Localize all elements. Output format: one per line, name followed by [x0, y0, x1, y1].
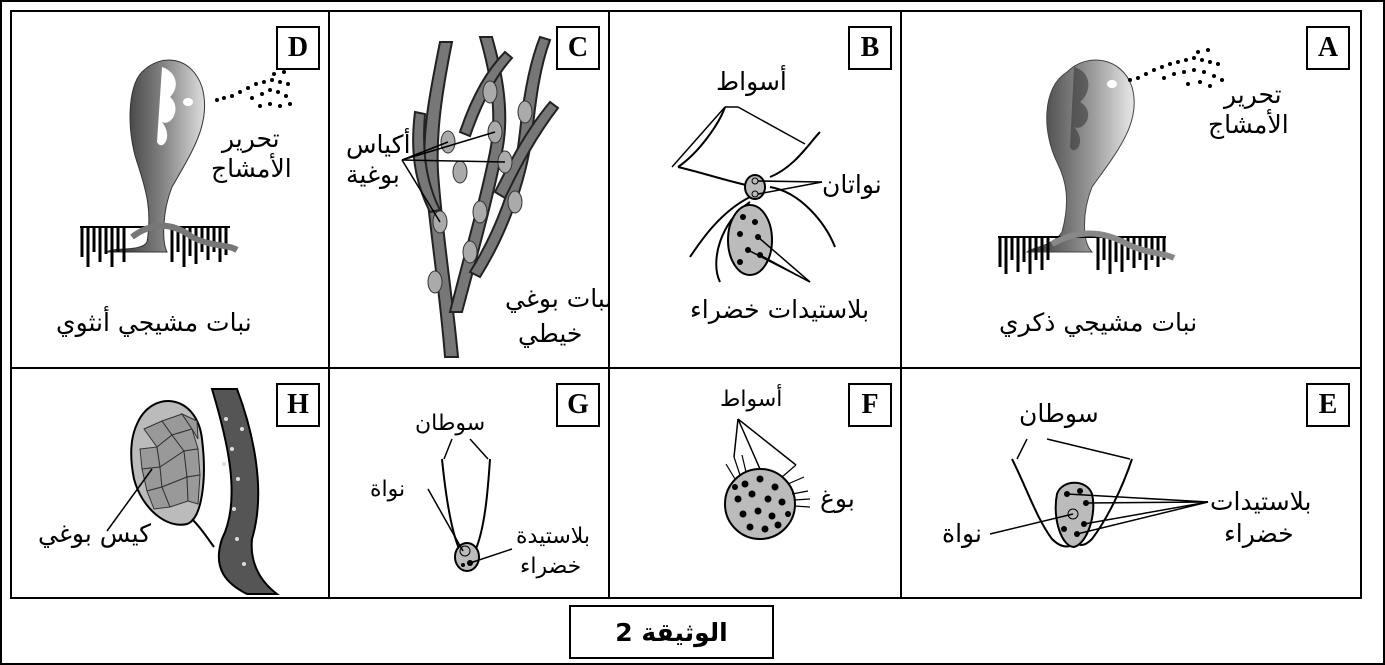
- biflagellate-zoospore-large: [902, 369, 1360, 597]
- label-nucleus: نواة: [942, 519, 982, 549]
- label-gametes: الأمشاج: [1208, 110, 1289, 140]
- filamentous-sporophyte-drawing: [330, 12, 610, 369]
- panel-d: D تحرير الأمشاج نبات مشيجي: [10, 10, 332, 371]
- label-chloroplast-1: بلاستيدة: [516, 524, 590, 550]
- panel-e: E سوطان نواة بلاستيدات خضراء: [900, 367, 1362, 599]
- spore-cells: [140, 414, 200, 509]
- label-spore-sacs-1: أكياس: [346, 130, 411, 160]
- panel-h: H كيس بوغي: [10, 367, 332, 599]
- panel-f: F أسواط بوغ: [608, 367, 904, 599]
- label-release: تحرير: [222, 124, 280, 154]
- label-spore: بوغ: [820, 484, 855, 514]
- label-flagella: أسواط: [720, 387, 782, 413]
- panel-g: G سوطان نواة بلاستيدة خضراء: [328, 367, 612, 599]
- label-flagella: سوطان: [415, 411, 485, 437]
- label-nucleus: نواة: [370, 477, 405, 503]
- panel-b: B أسواط نواتان بلاستيدات خضراء: [608, 10, 904, 371]
- gamete-dots: [1128, 48, 1224, 88]
- label-gametes: الأمشاج: [211, 154, 292, 184]
- label-spore-sacs-2: بوغية: [346, 160, 400, 190]
- sporangium-drawing: [12, 369, 330, 597]
- caption-sporophyte-2: خيطي: [518, 319, 582, 349]
- label-chloroplasts: بلاستيدات خضراء: [690, 295, 869, 325]
- label-sporangium: كيس بوغي: [38, 519, 151, 549]
- document-title: الوثيقة 2: [569, 605, 774, 659]
- panel-c: C أكياس بوغية نبات بوغي خيطي: [328, 10, 612, 371]
- label-chloroplasts-2: خضراء: [1224, 519, 1294, 549]
- panel-a: A تحرير الأمشاج نبا: [900, 10, 1362, 371]
- gamete-dots: [215, 70, 292, 108]
- label-flagella: أسواط: [716, 67, 787, 97]
- label-nuclei: نواتان: [822, 170, 882, 200]
- caption-male-gametophyte: نبات مشيجي ذكري: [999, 308, 1197, 338]
- caption-female-gametophyte: نبات مشيجي أنثوي: [56, 308, 252, 338]
- label-chloroplasts-1: بلاستيدات: [1210, 487, 1312, 517]
- label-flagella: سوطان: [1019, 399, 1099, 429]
- caption-sporophyte-1: نبات بوغي: [505, 284, 612, 314]
- label-release: تحرير: [1224, 80, 1282, 110]
- label-chloroplast-2: خضراء: [520, 554, 581, 580]
